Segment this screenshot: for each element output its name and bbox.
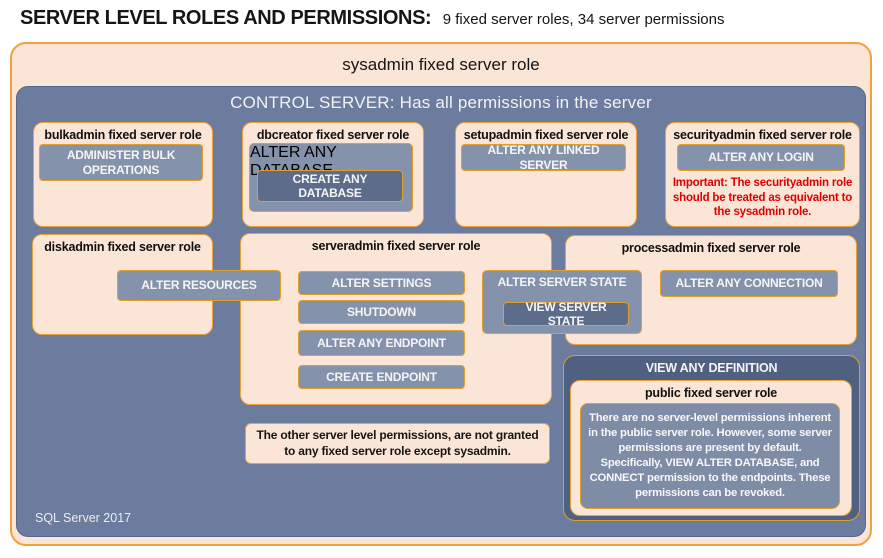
dbcreator-role-title: dbcreator fixed server role [256, 128, 410, 142]
permission-alter-server-state-group: ALTER SERVER STATE VIEW SERVER STATE [482, 270, 642, 334]
processadmin-role-title: processadmin fixed server role [621, 241, 801, 255]
permission-alter-any-database-group: ALTER ANY DATABASE CREATE ANY DATABASE [249, 143, 413, 212]
role-box-securityadmin: securityadmin fixed server role ALTER AN… [665, 122, 860, 227]
permission-administer-bulk-operations: ADMINISTER BULK OPERATIONS [39, 144, 203, 181]
role-box-setupadmin: setupadmin fixed server role ALTER ANY L… [455, 122, 637, 227]
permission-view-server-state: VIEW SERVER STATE [503, 300, 629, 328]
page-title-main: SERVER LEVEL ROLES AND PERMISSIONS: [20, 7, 432, 29]
permission-shutdown: SHUTDOWN [298, 300, 465, 324]
permission-view-any-definition: VIEW ANY DEFINITION [645, 361, 778, 375]
securityadmin-role-title: securityadmin fixed server role [673, 128, 852, 142]
sysadmin-role-box: sysadmin fixed server role CONTROL SERVE… [10, 42, 872, 546]
setupadmin-role-title: setupadmin fixed server role [463, 128, 629, 142]
permission-alter-server-state: ALTER SERVER STATE [497, 275, 627, 289]
bulkadmin-role-title: bulkadmin fixed server role [44, 128, 202, 142]
sql-server-version-label: SQL Server 2017 [35, 511, 132, 525]
permission-alter-any-linked-server: ALTER ANY LINKED SERVER [461, 143, 626, 172]
view-any-definition-box: VIEW ANY DEFINITION public fixed server … [563, 355, 860, 521]
public-role-note-text: There are no server-level permissions in… [588, 411, 832, 500]
diskadmin-role-title: diskadmin fixed server role [44, 240, 201, 254]
permission-alter-settings: ALTER SETTINGS [298, 271, 465, 295]
public-role-title: public fixed server role [644, 386, 778, 400]
page-title-subtitle: 9 fixed server roles, 34 server permissi… [442, 11, 725, 28]
role-box-public: public fixed server role There are no se… [570, 380, 852, 516]
permission-alter-any-endpoint: ALTER ANY ENDPOINT [298, 330, 465, 356]
serveradmin-role-title: serveradmin fixed server role [311, 239, 481, 253]
other-permissions-note-text: The other server level permissions, are … [256, 427, 539, 458]
role-box-dbcreator: dbcreator fixed server role ALTER ANY DA… [242, 122, 424, 227]
permission-alter-any-connection: ALTER ANY CONNECTION [660, 270, 838, 297]
other-permissions-note-box: The other server level permissions, are … [245, 423, 550, 464]
control-server-label: CONTROL SERVER: Has all permissions in t… [230, 93, 652, 112]
permission-alter-any-login: ALTER ANY LOGIN [677, 144, 845, 171]
role-box-bulkadmin: bulkadmin fixed server role ADMINISTER B… [33, 122, 213, 227]
sysadmin-role-label: sysadmin fixed server role [342, 55, 540, 74]
securityadmin-warning-note: Important: The securityadmin role should… [672, 177, 853, 219]
control-server-box: CONTROL SERVER: Has all permissions in t… [16, 86, 866, 537]
public-role-note-box: There are no server-level permissions in… [580, 403, 840, 509]
page-title: SERVER LEVEL ROLES AND PERMISSIONS: 9 fi… [20, 7, 725, 30]
permission-create-any-database: CREATE ANY DATABASE [257, 170, 403, 202]
permission-alter-resources: ALTER RESOURCES [117, 270, 281, 301]
permission-create-endpoint: CREATE ENDPOINT [298, 365, 465, 389]
